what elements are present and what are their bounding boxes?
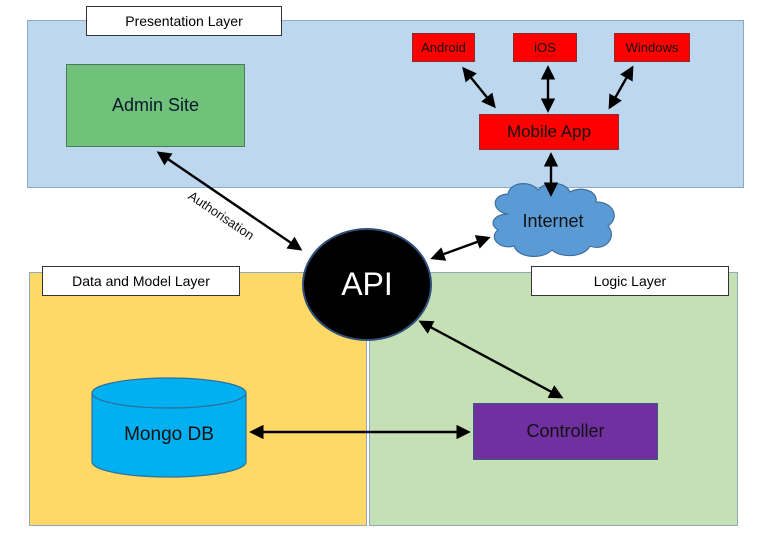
windows-mobile-arrow: [608, 65, 634, 110]
ios-node: iOS: [513, 33, 577, 62]
api-controller-arrow: [418, 320, 564, 399]
windows-node: Windows: [614, 33, 690, 62]
mongo-db-label: Mongo DB: [124, 424, 214, 445]
mongo-db-cylinder: [91, 377, 247, 478]
android-mobile-arrow: [462, 66, 496, 109]
api-node: API: [302, 228, 432, 341]
api-internet-arrow: [430, 235, 491, 261]
admin-site-node: Admin Site: [66, 64, 245, 147]
logic-layer-label: Logic Layer: [531, 266, 729, 296]
logic-layer: [369, 272, 738, 526]
admin-api-arrow: [156, 151, 303, 251]
data-model-layer-label: Data and Model Layer: [42, 266, 240, 296]
controller-node: Controller: [473, 403, 658, 460]
android-node: Android: [412, 33, 475, 62]
presentation-layer-label: Presentation Layer: [86, 6, 282, 36]
internet-cloud: [492, 182, 615, 257]
ios-label: iOS: [534, 40, 556, 55]
mobile-app-node: Mobile App: [479, 114, 619, 150]
internet-label: Internet: [522, 210, 584, 231]
